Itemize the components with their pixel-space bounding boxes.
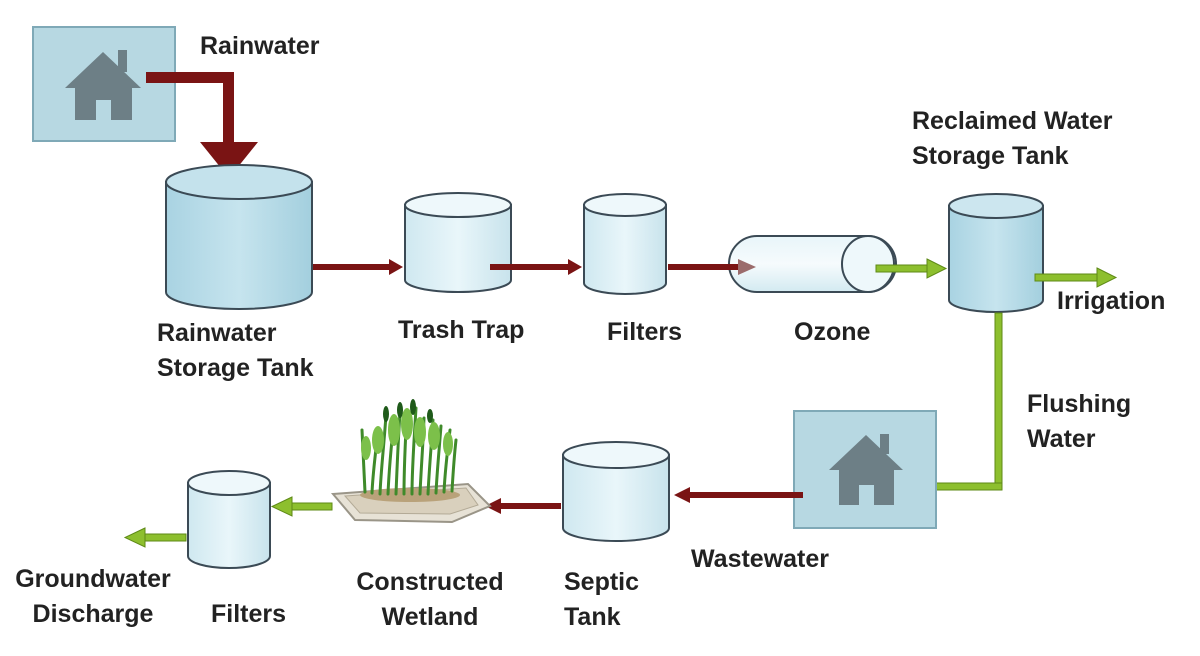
house-icon: [65, 50, 141, 120]
label-groundwater-discharge: Groundwater Discharge: [15, 565, 171, 628]
trash-trap-tank: [404, 192, 512, 293]
label-septic-tank: Septic Tank: [564, 568, 640, 631]
reclaimed-flow-arrows: [123, 258, 1118, 548]
label-filters-top: Filters: [607, 318, 683, 346]
label-flushing-water: Flushing Water: [1027, 390, 1132, 453]
label-constructed-wetland: Constructed Wetland: [356, 568, 504, 631]
constructed-wetland: [330, 399, 492, 524]
arrow-filters-to-ozone: [668, 259, 756, 275]
arrow-ozone-to-reclaimed-tank: [875, 258, 948, 279]
arrow-to-irrigation: [1034, 267, 1118, 288]
septic-tank: [562, 441, 670, 542]
ozone-cylinder: [728, 235, 897, 293]
label-rainwater-storage-tank: Rainwater Storage Tank: [157, 319, 314, 382]
label-wastewater: Wastewater: [691, 545, 830, 573]
house-icon: [829, 434, 903, 505]
label-filters-bottom: Filters: [211, 600, 287, 628]
arrow-trash-trap-to-filters: [490, 259, 582, 275]
house-panel-top: [32, 26, 176, 142]
label-irrigation: Irrigation: [1057, 287, 1166, 315]
arrow-filters-to-wetland-gap: [270, 496, 333, 517]
arrow-groundwater-discharge: [123, 527, 187, 548]
label-reclaimed-water-storage-tank: Reclaimed Water Storage Tank: [912, 107, 1113, 170]
arrow-storage-to-trash-trap: [313, 259, 403, 275]
arrow-house-to-septic: [674, 487, 803, 503]
wastewater-flow-arrows: [485, 487, 803, 514]
house-panel-bottom: [793, 410, 937, 529]
rainwater-flow-arrows: [313, 259, 756, 275]
filters-tank-bottom: [187, 470, 271, 569]
rainwater-inflow-arrow: [146, 72, 258, 178]
arrow-septic-to-wetland: [485, 498, 561, 514]
label-rainwater: Rainwater: [200, 32, 320, 60]
filters-tank-top: [583, 193, 667, 295]
label-ozone: Ozone: [794, 318, 871, 346]
reclaimed-water-storage-tank: [948, 193, 1044, 313]
rainwater-storage-tank: [165, 164, 313, 310]
label-trash-trap: Trash Trap: [398, 316, 525, 344]
